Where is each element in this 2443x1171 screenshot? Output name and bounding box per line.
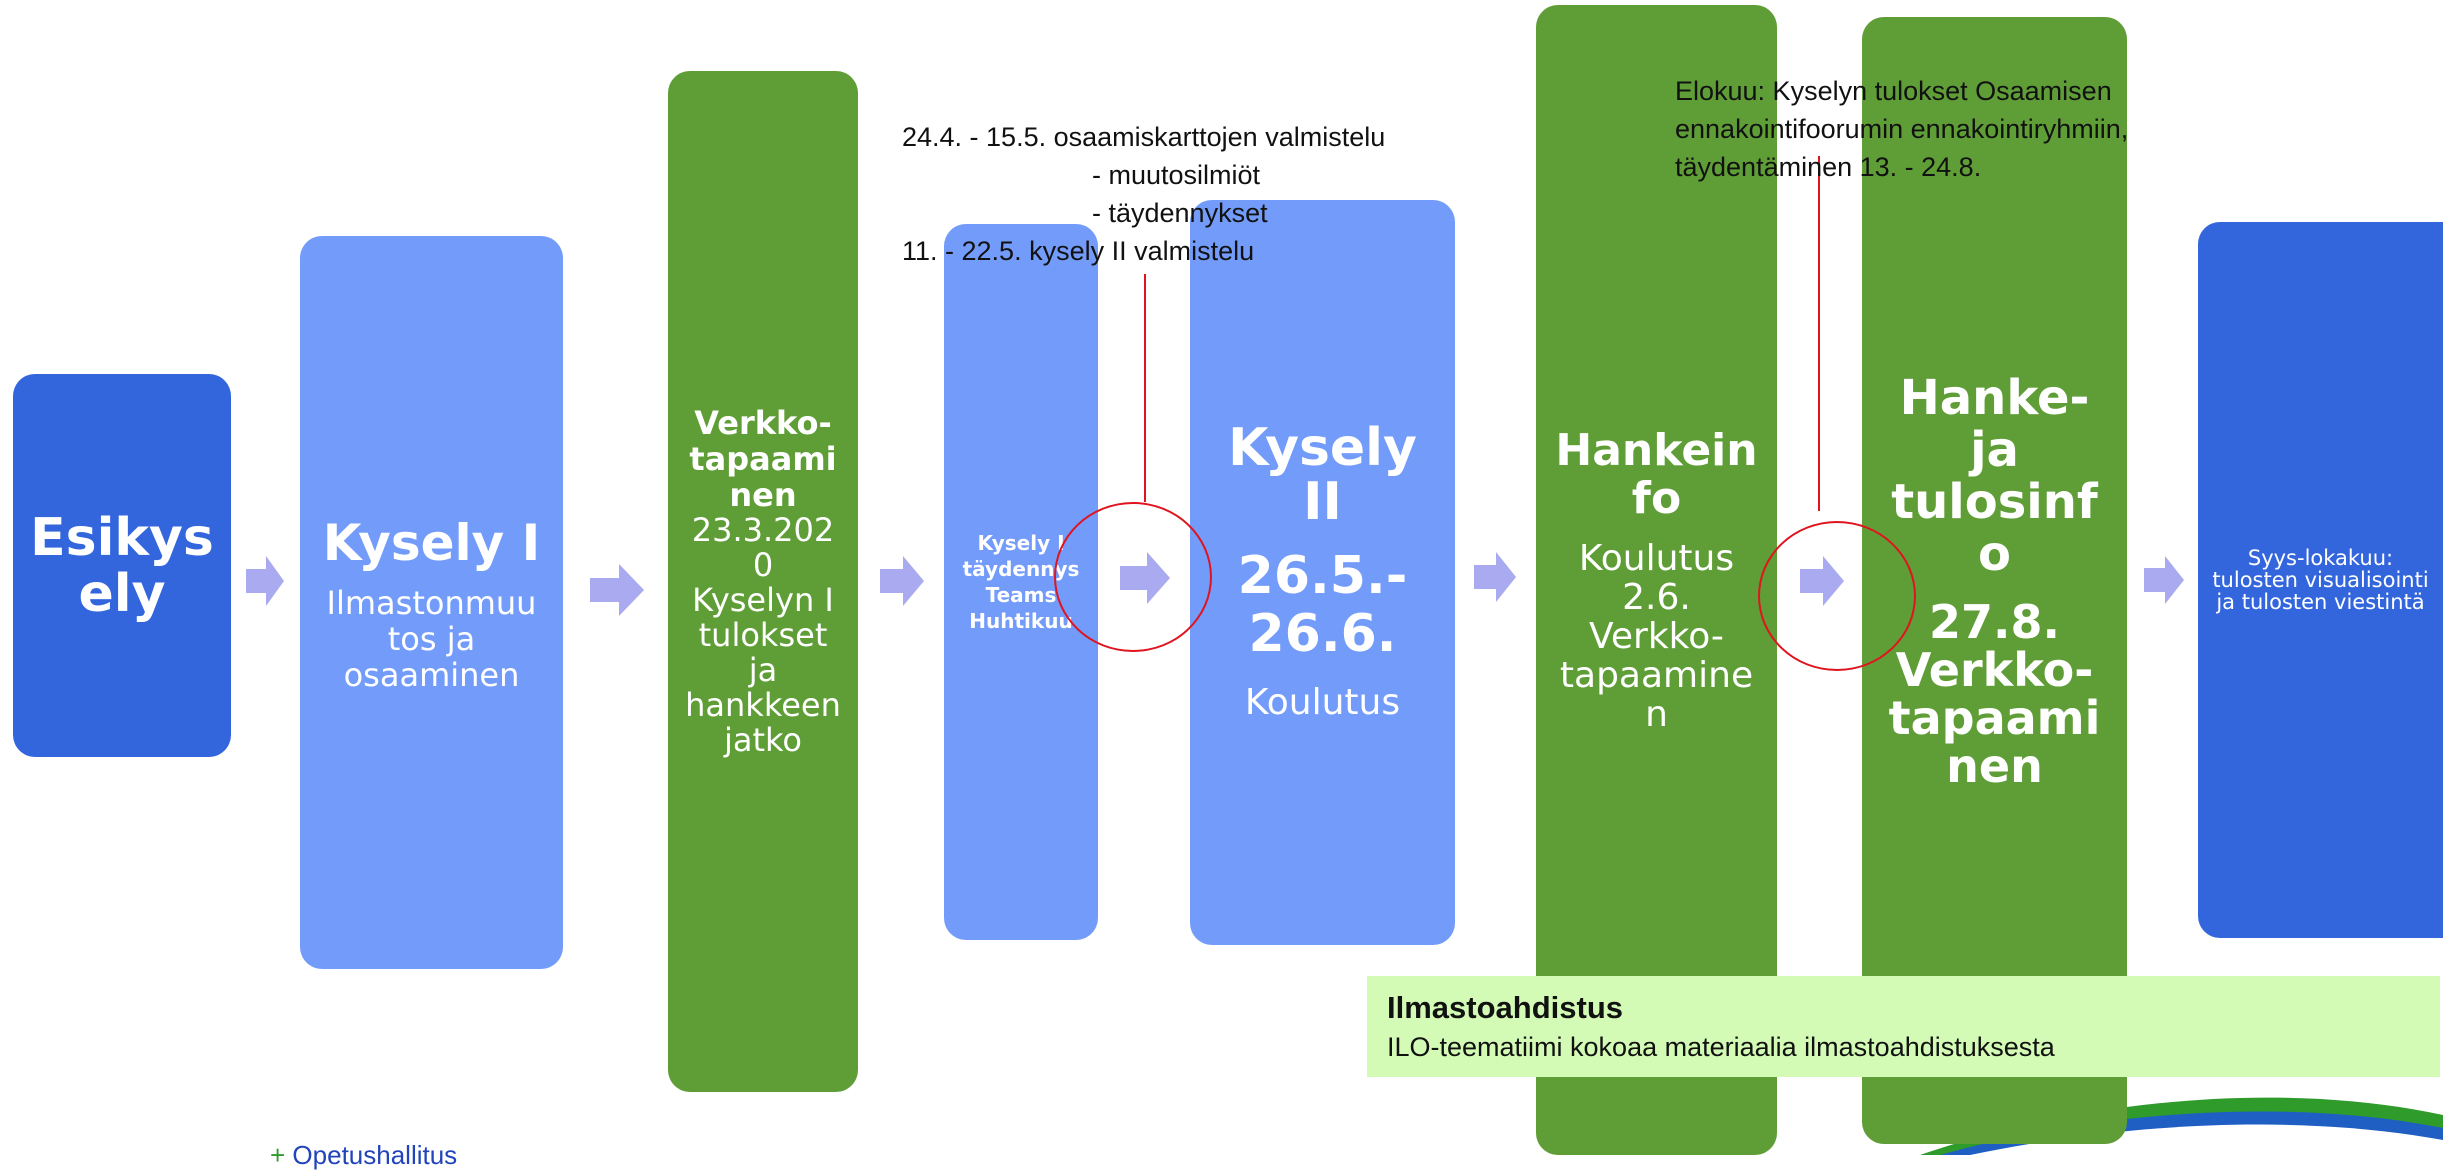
annotation-line: 24.4. - 15.5. osaamiskarttojen valmistel… xyxy=(902,122,1386,152)
step-hankeinfo-details: Koulutus 2.6. Verkko- tapaamine n xyxy=(1559,537,1754,735)
annotation-line: 11. - 22.5. kysely II valmistelu xyxy=(902,236,1255,266)
step-kysely-2-date: 26.5.- 26.6. xyxy=(1237,545,1408,664)
step-kysely-1-subtitle: Ilmastonmuu tos ja osaaminen xyxy=(326,583,537,694)
step-hanke-tulosinfo-date: 27.8. Verkko- tapaami nen xyxy=(1888,594,2101,793)
arrow-icon xyxy=(880,556,924,606)
step-esikysely-title: Esikys ely xyxy=(30,507,214,624)
annotation-line: täydentäminen 13. - 24.8. xyxy=(1675,152,1982,182)
step-verkkotapaaminen-1: Verkko- tapaami nen 23.3.202 0 Kyselyn I… xyxy=(668,71,858,1092)
step-kysely-2-title: Kysely II xyxy=(1228,417,1417,532)
step-syys-lokakuu: Syys-lokakuu: tulosten visualisointi ja … xyxy=(2198,222,2443,938)
highlight-line xyxy=(1144,274,1146,502)
step-syys-lokakuu-text: Syys-lokakuu: tulosten visualisointi ja … xyxy=(2212,546,2429,614)
callout-title: Ilmastoahdistus xyxy=(1387,990,1623,1025)
footer-organization: + Opetushallitus xyxy=(270,1140,457,1171)
step-hankeinfo: Hankein fo Koulutus 2.6. Verkko- tapaami… xyxy=(1536,5,1777,1155)
step-esikysely: Esikys ely xyxy=(13,374,231,757)
step-kysely-2-subtitle: Koulutus xyxy=(1244,681,1401,723)
highlight-circle xyxy=(1054,502,1212,652)
footer-organization-label: Opetushallitus xyxy=(292,1140,458,1170)
ilmastoahdistus-callout: Ilmastoahdistus ILO-teematiimi kokoaa ma… xyxy=(1367,976,2440,1077)
step-hankeinfo-title: Hankein fo xyxy=(1555,424,1758,524)
annotation-line: Elokuu: Kyselyn tulokset Osaamisen xyxy=(1675,76,2112,106)
step-kysely-2: Kysely II 26.5.- 26.6. Koulutus xyxy=(1190,200,1455,945)
step-kysely-1: Kysely I Ilmastonmuu tos ja osaaminen xyxy=(300,236,563,969)
arrow-icon xyxy=(590,564,644,616)
step-verkkotapaaminen-1-details: 23.3.202 0 Kyselyn I tulokset ja hankkee… xyxy=(685,511,841,759)
bullet-icon: + xyxy=(270,1140,293,1170)
annotation-august: Elokuu: Kyselyn tulokset Osaamisen ennak… xyxy=(1675,72,2128,186)
annotation-line: - täydennykset xyxy=(1092,198,1268,228)
step-hanke-tulosinfo-title: Hanke- ja tulosinf o xyxy=(1891,369,2098,582)
highlight-circle xyxy=(1758,521,1916,671)
annotation-preparation: 24.4. - 15.5. osaamiskarttojen valmistel… xyxy=(902,118,1385,270)
arrow-icon xyxy=(1474,552,1516,602)
arrow-icon xyxy=(246,556,284,606)
callout-text: ILO-teematiimi kokoaa materiaalia ilmast… xyxy=(1387,1032,2055,1062)
annotation-line: ennakointifoorumin ennakointiryhmiin, xyxy=(1675,114,2129,144)
arrow-icon xyxy=(2144,556,2184,604)
annotation-line: - muutosilmiöt xyxy=(1092,160,1261,190)
step-verkkotapaaminen-1-title: Verkko- tapaami nen xyxy=(689,404,837,514)
step-hanke-tulosinfo: Hanke- ja tulosinf o 27.8. Verkko- tapaa… xyxy=(1862,17,2127,1144)
highlight-line xyxy=(1818,156,1820,511)
step-kysely-1-title: Kysely I xyxy=(322,513,541,572)
